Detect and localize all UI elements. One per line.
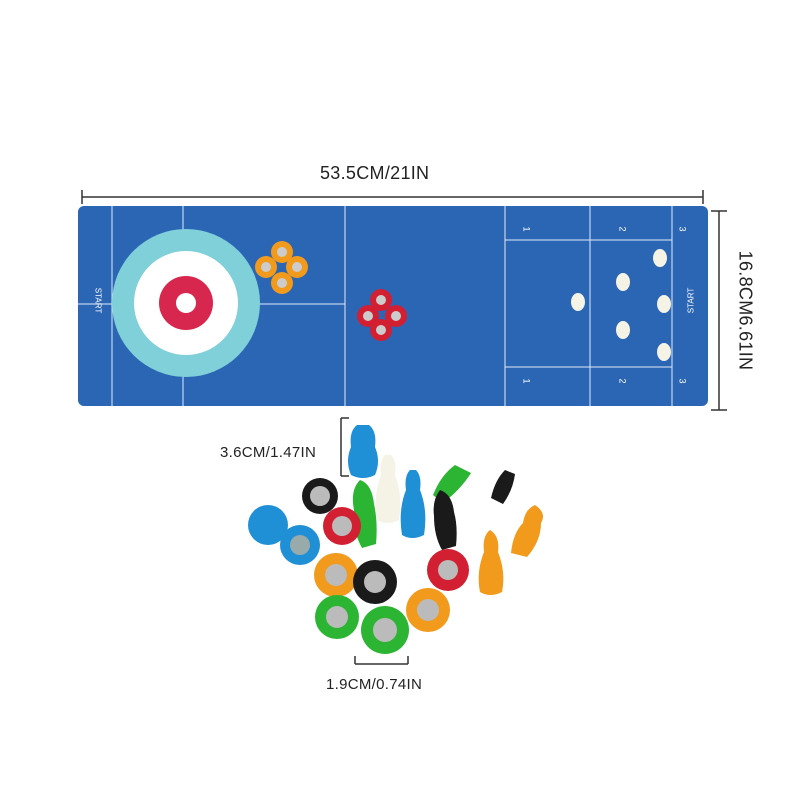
pin-height-bracket <box>340 417 349 477</box>
width-label: 16.8CM6.61IN <box>735 250 756 371</box>
lane-number-bottom-2: 2 <box>617 378 628 384</box>
lane-number-bottom-3: 3 <box>677 378 688 384</box>
lane-number-top-1: 1 <box>521 226 532 232</box>
lane-number-bottom-1: 1 <box>521 378 532 384</box>
curling-target <box>112 229 260 377</box>
mat-bowling-pins <box>571 249 671 361</box>
puck-diameter-label: 1.9CM/0.74IN <box>326 676 423 693</box>
orange-puck-cluster <box>255 241 308 294</box>
red-puck-cluster <box>357 289 407 341</box>
length-label: 53.5CM/21IN <box>320 163 430 183</box>
loose-pucks <box>248 478 469 654</box>
loose-game-pieces <box>248 425 543 654</box>
width-dimension-line <box>711 210 727 411</box>
length-dimension-line <box>81 190 704 204</box>
pin-height-label: 3.6CM/1.47IN <box>220 444 317 461</box>
puck-diameter-bracket <box>354 656 409 665</box>
mat-start-label-right: START <box>686 287 696 314</box>
lane-number-top-3: 3 <box>677 226 688 232</box>
mat-start-label-left: START <box>93 287 103 314</box>
lane-number-top-2: 2 <box>617 226 628 232</box>
